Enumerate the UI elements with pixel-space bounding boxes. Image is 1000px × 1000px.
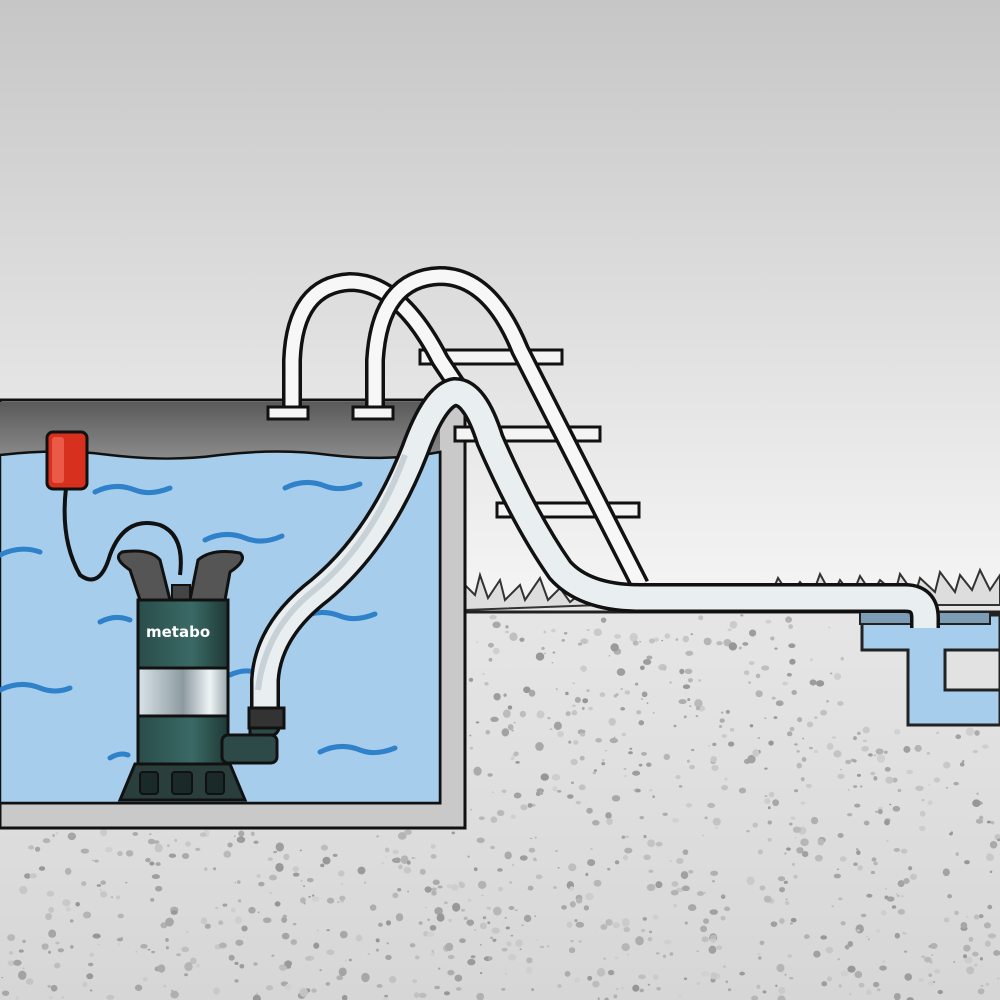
float-switch-cable xyxy=(62,487,183,582)
pump-steel-band xyxy=(136,666,230,718)
submersible-pump: metabo xyxy=(116,549,286,802)
pool-ladder xyxy=(266,265,649,590)
ground-speckles xyxy=(1,614,1000,1000)
pump-brand-label: metabo xyxy=(146,623,210,641)
hose-coupling xyxy=(247,706,286,730)
discharge-hose xyxy=(250,376,940,715)
float-switch xyxy=(45,430,89,491)
